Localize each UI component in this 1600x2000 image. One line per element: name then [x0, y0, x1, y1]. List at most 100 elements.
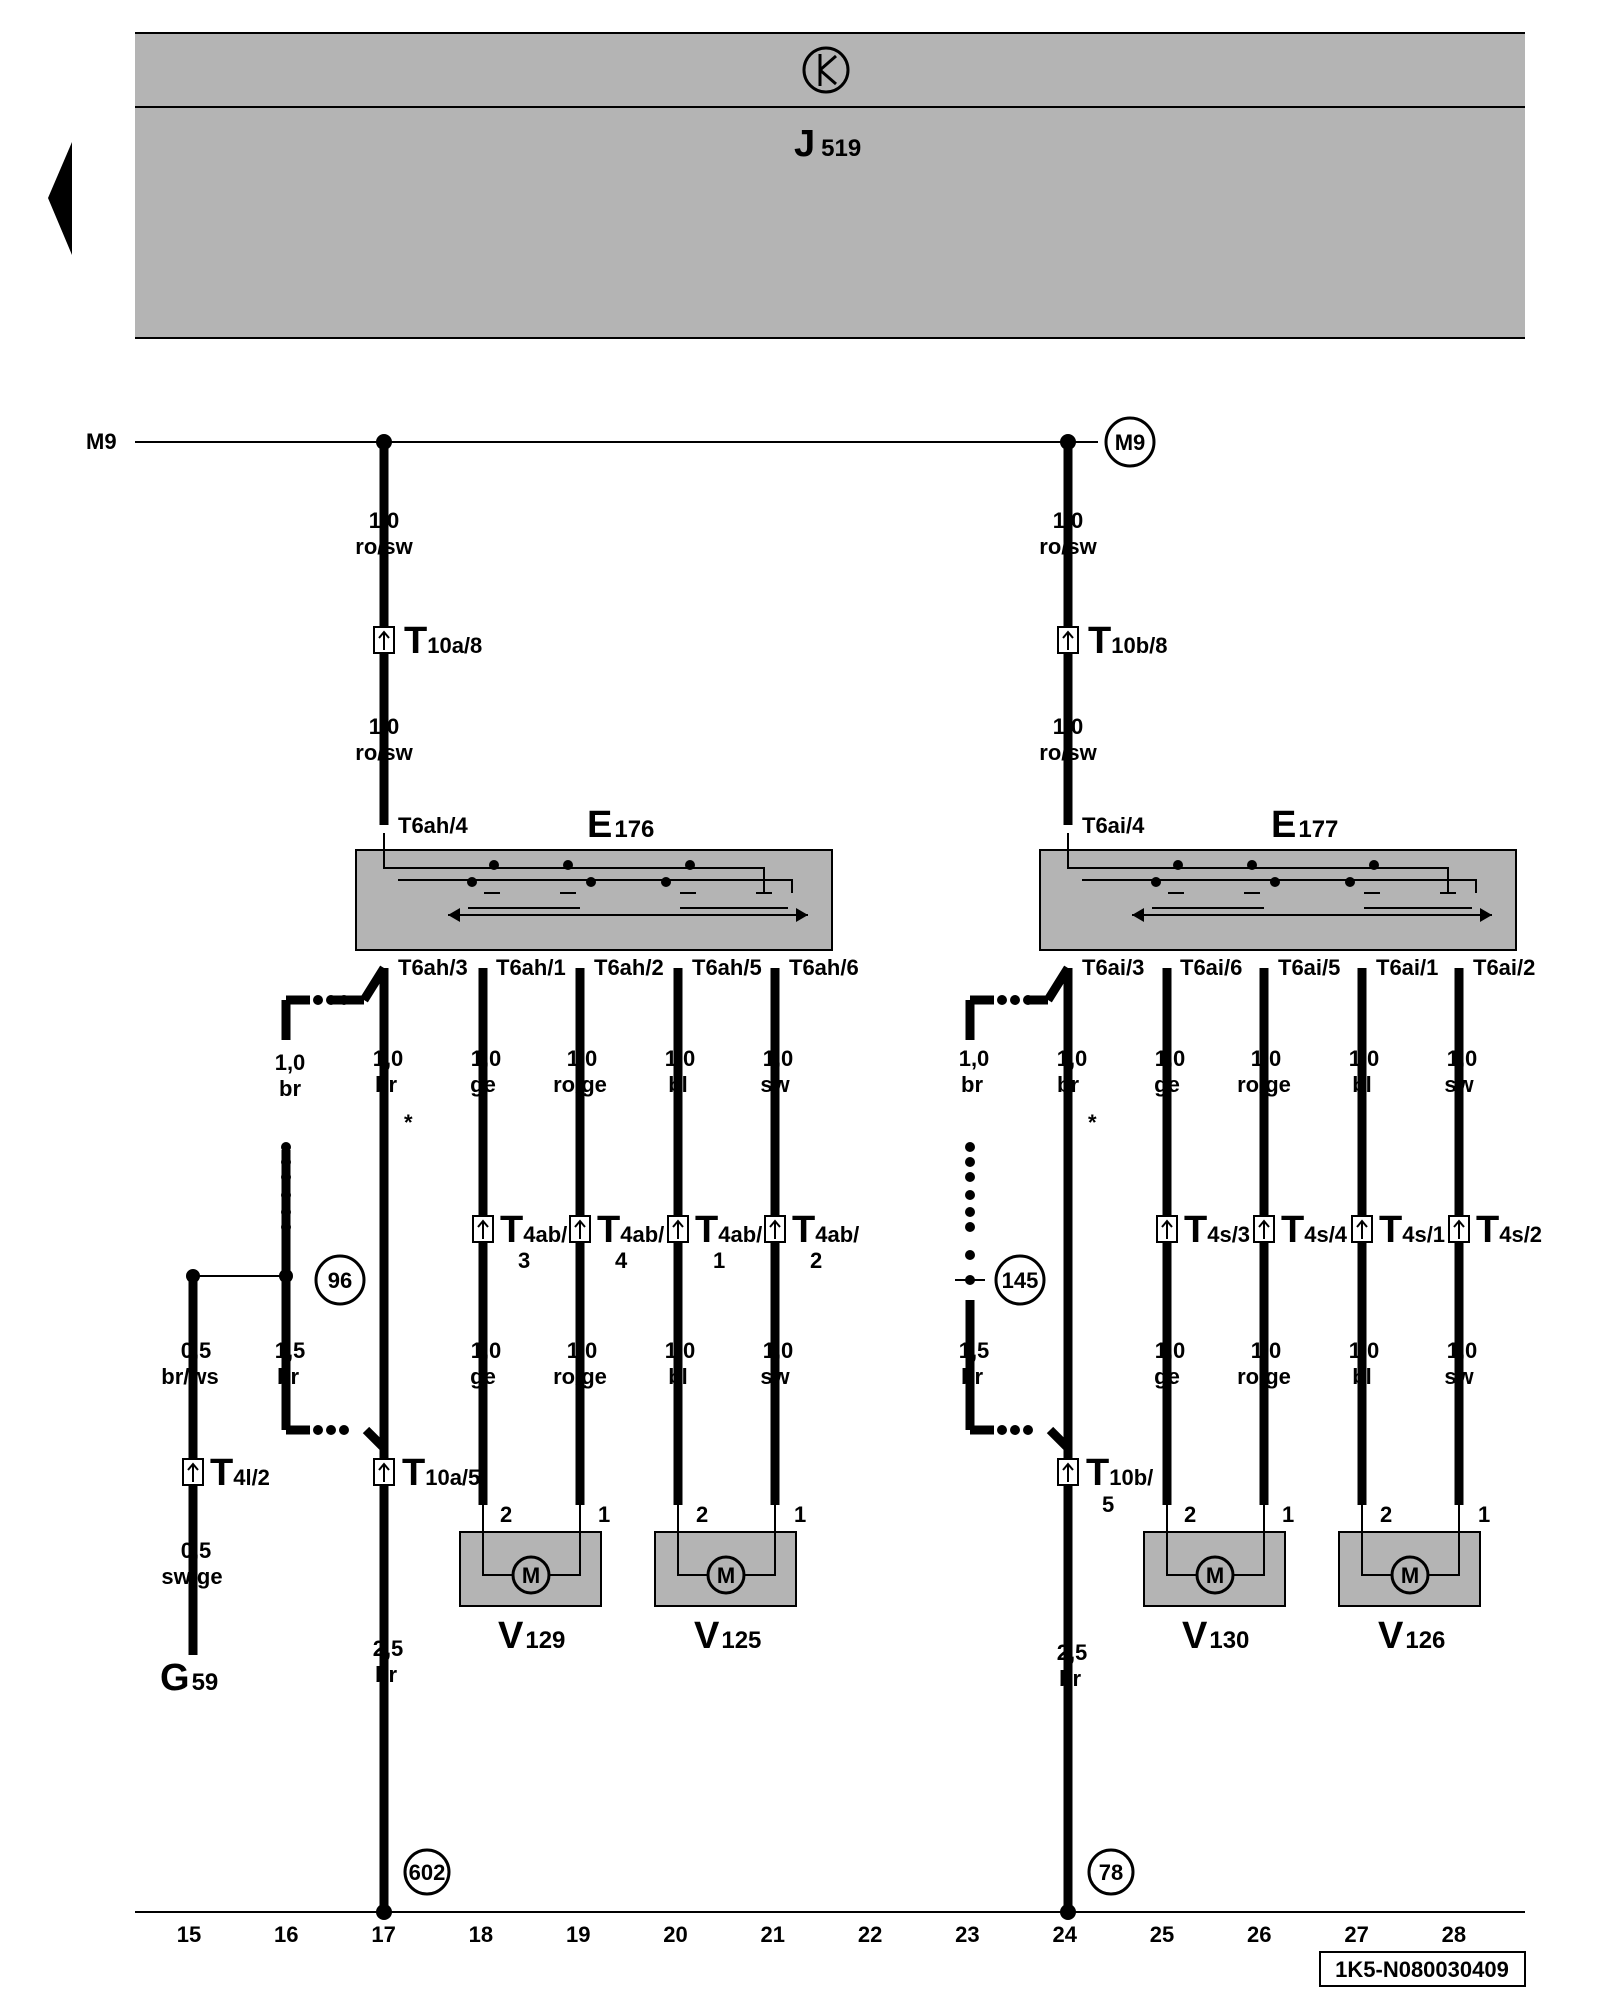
svg-text:sw: sw	[1444, 1364, 1474, 1389]
svg-text:ro/sw: ro/sw	[1039, 740, 1097, 765]
svg-text:96: 96	[328, 1268, 352, 1293]
svg-text:sw: sw	[760, 1072, 790, 1097]
bus-m9: M9 M9	[86, 416, 1156, 468]
component-labels: V129 V125 V130 V126 G59	[160, 1615, 1445, 1699]
svg-text:2,5: 2,5	[373, 1636, 404, 1661]
svg-text:1,0: 1,0	[369, 714, 400, 739]
svg-text:1,5: 1,5	[275, 1338, 306, 1363]
svg-text:T6ah/1: T6ah/1	[496, 955, 566, 980]
svg-text:G59: G59	[160, 1657, 218, 1699]
ref-circle-m9	[1104, 416, 1156, 468]
svg-text:1,0: 1,0	[763, 1338, 794, 1363]
e177-label: E177	[1271, 804, 1338, 846]
ref-circle-78	[1087, 1848, 1135, 1896]
svg-text:br: br	[961, 1072, 983, 1097]
svg-text:T6ai/6: T6ai/6	[1180, 955, 1242, 980]
svg-text:2,5: 2,5	[1057, 1640, 1088, 1665]
switch-e177	[1039, 849, 1517, 951]
right-circuit: E177	[955, 442, 1517, 1920]
svg-text:3: 3	[518, 1248, 530, 1273]
svg-text:ro/sw: ro/sw	[355, 534, 413, 559]
svg-text:1: 1	[1282, 1502, 1294, 1527]
svg-text:T10b/8: T10b/8	[1088, 620, 1167, 662]
switch-e176	[355, 849, 833, 951]
svg-text:T6ai/4: T6ai/4	[1082, 813, 1145, 838]
ref-circle-145	[994, 1254, 1046, 1306]
svg-text:1,0: 1,0	[1251, 1338, 1282, 1363]
svg-text:br: br	[375, 1072, 397, 1097]
svg-text:T6ai/2: T6ai/2	[1473, 955, 1535, 980]
connector-icon	[667, 1215, 689, 1243]
svg-text:4: 4	[615, 1248, 628, 1273]
svg-text:T4ab/: T4ab/	[695, 1209, 762, 1251]
motor-symbol-icon: M	[717, 1563, 735, 1588]
svg-text:1,0: 1,0	[1053, 714, 1084, 739]
svg-text:1,0: 1,0	[471, 1338, 502, 1363]
connector-icon	[1253, 1215, 1275, 1243]
motor-symbol-icon: M	[1401, 1563, 1419, 1588]
grid-number: 21	[761, 1922, 785, 1947]
motor-symbol-icon: M	[1206, 1563, 1224, 1588]
svg-text:br: br	[961, 1364, 983, 1389]
svg-text:78: 78	[1099, 1860, 1123, 1885]
svg-text:1,0: 1,0	[1057, 1046, 1088, 1071]
doc-id-box	[1319, 1951, 1526, 1987]
bus-label-m9: M9	[86, 429, 117, 454]
svg-text:1,0: 1,0	[1349, 1046, 1380, 1071]
grid-number: 20	[663, 1922, 687, 1947]
svg-text:ge: ge	[470, 1364, 496, 1389]
grid-number: 19	[566, 1922, 590, 1947]
svg-text:T10b/: T10b/	[1086, 1452, 1153, 1494]
svg-text:ro/sw: ro/sw	[355, 740, 413, 765]
svg-text:1,0: 1,0	[567, 1046, 598, 1071]
svg-text:1,0: 1,0	[369, 508, 400, 533]
svg-text:T6ai/5: T6ai/5	[1278, 955, 1340, 980]
grid-number: 28	[1442, 1922, 1466, 1947]
svg-text:1: 1	[598, 1502, 610, 1527]
connector-icon	[472, 1215, 494, 1243]
svg-text:145: 145	[1002, 1268, 1039, 1293]
connector-labels: T10a/8 T10b/8 T10a/5 T10b/ 5 T4l/2 T4ab/…	[210, 620, 1542, 1517]
svg-text:T6ah/2: T6ah/2	[594, 955, 664, 980]
svg-text:T6ai/3: T6ai/3	[1082, 955, 1144, 980]
svg-text:1,0: 1,0	[275, 1050, 306, 1075]
grid-number: 24	[1052, 1922, 1077, 1947]
grid-number: 23	[955, 1922, 979, 1947]
svg-text:1,0: 1,0	[471, 1046, 502, 1071]
connector-icon	[569, 1215, 591, 1243]
svg-text:602: 602	[409, 1860, 446, 1885]
svg-text:1: 1	[794, 1502, 806, 1527]
svg-text:ro/sw: ro/sw	[1039, 534, 1097, 559]
grid-number: 25	[1150, 1922, 1174, 1947]
connector-icon	[1057, 626, 1079, 654]
connector-icon	[1351, 1215, 1373, 1243]
svg-text:1,5: 1,5	[959, 1338, 990, 1363]
svg-text:1,0: 1,0	[665, 1338, 696, 1363]
svg-text:T6ah/5: T6ah/5	[692, 955, 762, 980]
svg-text:1,0: 1,0	[1155, 1046, 1186, 1071]
svg-text:2: 2	[810, 1248, 822, 1273]
connector-icon	[764, 1215, 786, 1243]
svg-text:br: br	[1059, 1666, 1081, 1691]
svg-text:V125: V125	[694, 1615, 761, 1657]
e176-label: E176	[587, 804, 654, 846]
motor-symbol-icon: M	[522, 1563, 540, 1588]
svg-text:bl: bl	[668, 1072, 688, 1097]
svg-text:T6ah/6: T6ah/6	[789, 955, 859, 980]
connector-boxes	[182, 626, 1470, 1486]
svg-text:1,0: 1,0	[1447, 1338, 1478, 1363]
svg-text:sw: sw	[1444, 1072, 1474, 1097]
wire-labels: 1,0 ro/sw 1,0 ro/sw 1,0 br 1,0 br 1,0 ge…	[161, 508, 1477, 1691]
svg-text:T4l/2: T4l/2	[210, 1452, 270, 1494]
ref-circle-602	[403, 1848, 451, 1896]
svg-text:1,0: 1,0	[1053, 508, 1084, 533]
svg-text:1,0: 1,0	[373, 1046, 404, 1071]
svg-text:T6ah/3: T6ah/3	[398, 955, 468, 980]
back-arrow-icon[interactable]	[48, 142, 72, 255]
grid-number: 17	[371, 1922, 395, 1947]
svg-text:T10a/8: T10a/8	[404, 620, 482, 662]
svg-text:T6ah/4: T6ah/4	[398, 813, 468, 838]
